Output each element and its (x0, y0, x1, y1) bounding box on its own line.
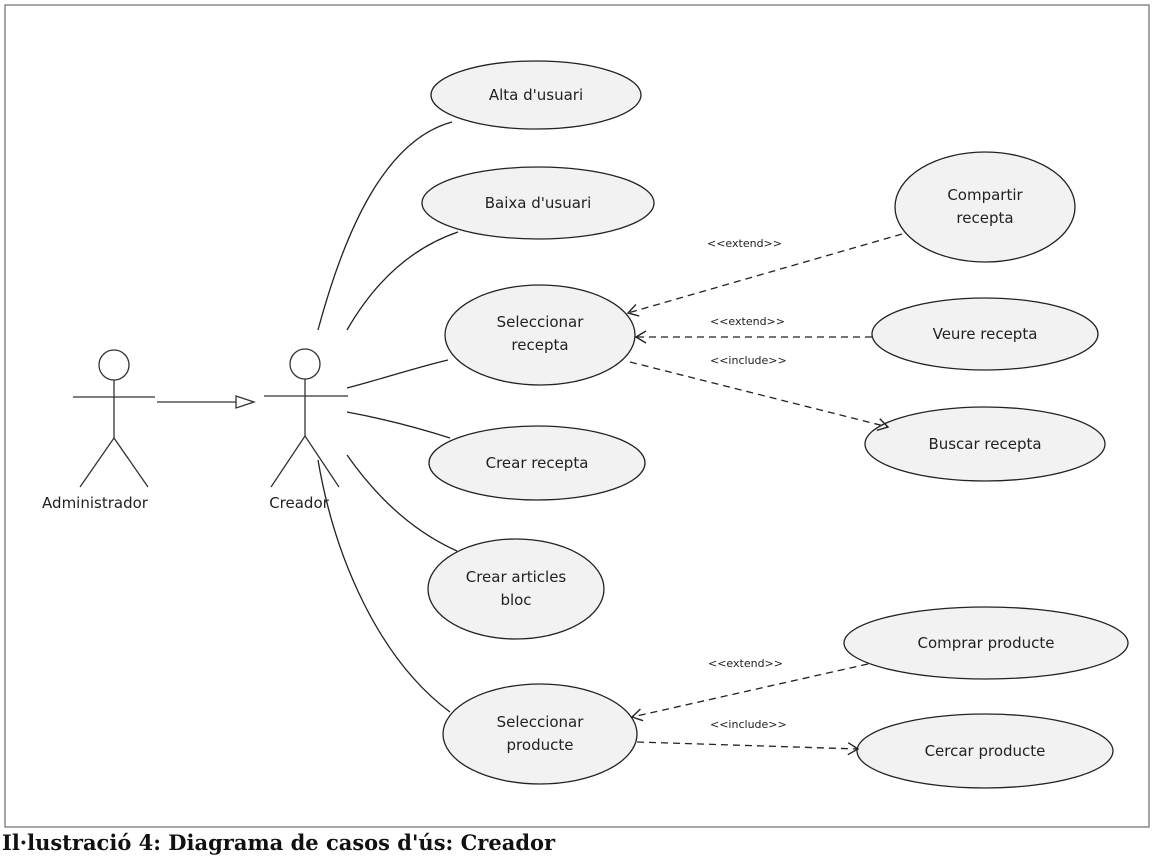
association-seleccionar-recepta (346, 359, 449, 389)
generalization-arrow (157, 395, 257, 409)
actor-head (98, 349, 130, 381)
extend-label-comprar: <<extend>> (708, 657, 783, 670)
use-case-ellipse (894, 151, 1076, 263)
use-case-label: Cercar producte (925, 742, 1046, 760)
include-line-buscar (629, 361, 890, 432)
use-case-label-line2: producte (507, 736, 574, 754)
actor-label-administrador: Administrador (42, 494, 149, 512)
use-case-alta-usuari: Alta d'usuari (430, 60, 642, 130)
generalization-head (235, 395, 257, 409)
use-case-seleccionar-producte: Seleccionar producte (442, 683, 638, 785)
use-case-ellipse (430, 60, 642, 130)
actor-head (289, 348, 321, 380)
use-case-label: Alta d'usuari (489, 86, 583, 104)
use-case-ellipse (427, 538, 605, 640)
include-label-buscar: <<include>> (710, 354, 787, 367)
actor-right-leg (304, 435, 340, 488)
use-case-label-line1: Seleccionar (497, 713, 585, 731)
association-baixa (346, 231, 459, 331)
use-case-label-line2: recepta (956, 209, 1013, 227)
association-alta (317, 121, 453, 331)
use-case-cercar-producte: Cercar producte (856, 713, 1114, 789)
use-case-label: Crear recepta (486, 454, 589, 472)
actor-right-leg (113, 437, 149, 488)
include-line-cercar (636, 741, 860, 756)
associations (317, 121, 459, 713)
actor-administrador: Administrador (42, 349, 155, 512)
extend-line-comprar (630, 663, 869, 722)
use-case-veure-recepta: Veure recepta (871, 297, 1099, 371)
use-case-seleccionar-recepta: Seleccionar recepta (444, 284, 636, 386)
use-case-crear-recepta: Crear recepta (428, 425, 646, 501)
use-case-compartir-recepta: Compartir recepta (894, 151, 1076, 263)
use-case-comprar-producte: Comprar producte (843, 606, 1129, 680)
include-label-cercar: <<include>> (710, 718, 787, 731)
figure-caption: Il·lustració 4: Diagrama de casos d'ús: … (2, 830, 556, 855)
use-case-ellipse (428, 425, 646, 501)
use-case-ellipse (442, 683, 638, 785)
use-case-ellipse (871, 297, 1099, 371)
association-crear-recepta (346, 411, 451, 439)
use-case-label: Baixa d'usuari (485, 194, 592, 212)
use-case-label-line2: bloc (500, 591, 531, 609)
use-case-crear-articles-bloc: Crear articles bloc (427, 538, 605, 640)
association-crear-articles (346, 454, 458, 552)
use-case-label-line1: Seleccionar (497, 313, 585, 331)
use-case-label: Buscar recepta (928, 435, 1041, 453)
actor-creador: Creador (264, 348, 348, 512)
extend-label-veure: <<extend>> (710, 315, 785, 328)
use-case-baixa-usuari: Baixa d'usuari (421, 166, 655, 240)
actor-left-leg (270, 435, 306, 488)
association-seleccionar-producte (317, 459, 451, 713)
use-case-ellipse (843, 606, 1129, 680)
actor-left-leg (79, 437, 115, 488)
use-case-label-line1: Compartir (947, 186, 1023, 204)
use-case-ellipse (444, 284, 636, 386)
use-case-buscar-recepta: Buscar recepta (864, 406, 1106, 482)
actor-label-creador: Creador (269, 494, 329, 512)
dependencies (626, 233, 903, 756)
use-case-label-line2: recepta (511, 336, 568, 354)
extend-label-compartir: <<extend>> (707, 237, 782, 250)
use-case-ellipse (421, 166, 655, 240)
use-case-label-line1: Crear articles (466, 568, 567, 586)
use-case-label: Comprar producte (918, 634, 1055, 652)
use-case-ellipse (864, 406, 1106, 482)
use-case-label: Veure recepta (933, 325, 1038, 343)
